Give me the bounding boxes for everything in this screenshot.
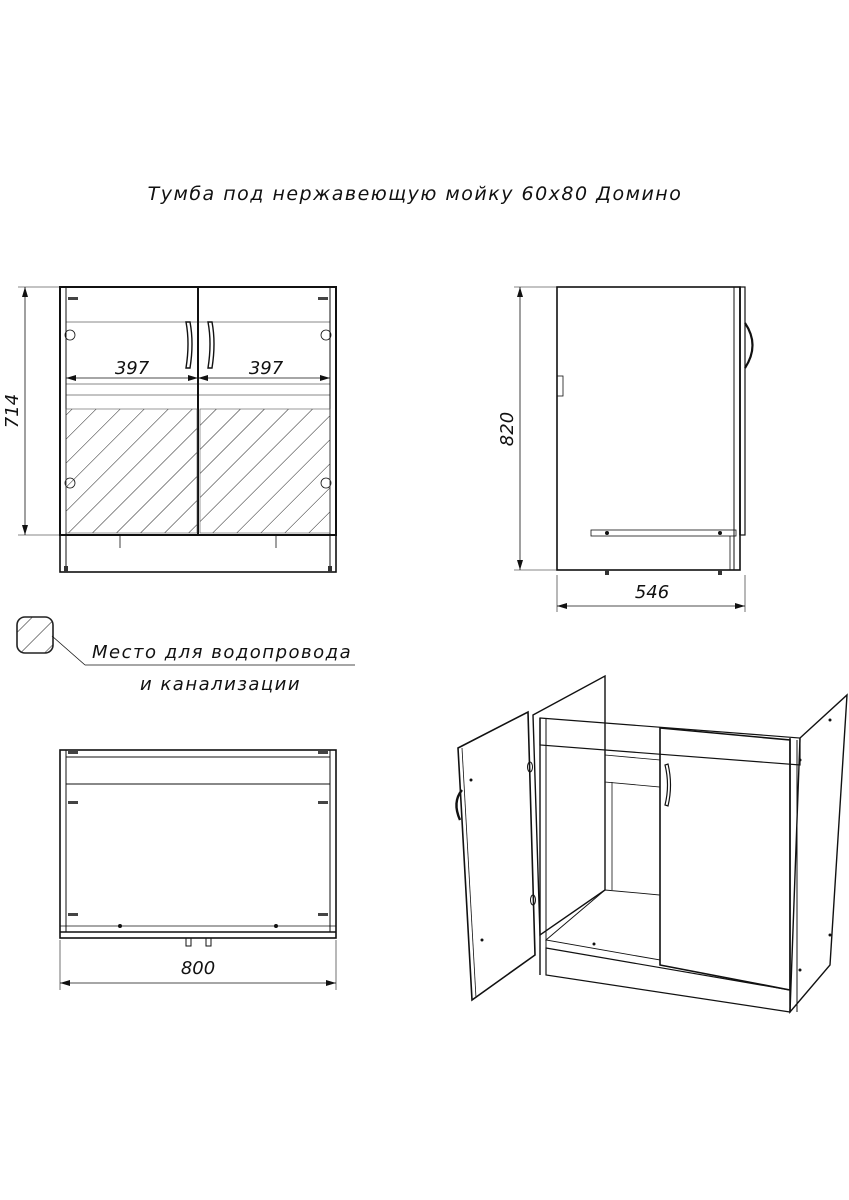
legend-line2: и канализации — [140, 674, 301, 695]
dim-door-right: 397 — [249, 358, 284, 379]
top-view: 800 — [59, 749, 337, 990]
legend: Место для водопровода и канализации — [16, 616, 355, 695]
drawing-title: Тумба под нержавеющую мойку 60х80 Домино — [148, 183, 683, 205]
dim-height-714: 714 — [2, 394, 23, 428]
dim-width-800: 800 — [181, 958, 215, 979]
dim-door-left: 397 — [115, 358, 150, 379]
dim-depth-546: 546 — [635, 582, 669, 603]
side-view: 820 546 — [497, 286, 754, 612]
legend-line1: Место для водопровода — [92, 642, 352, 663]
legend-hatch-swatch — [16, 616, 54, 654]
dim-height-820: 820 — [497, 412, 518, 446]
front-view: 397 397 714 — [2, 286, 337, 573]
isometric-view — [455, 674, 848, 1014]
